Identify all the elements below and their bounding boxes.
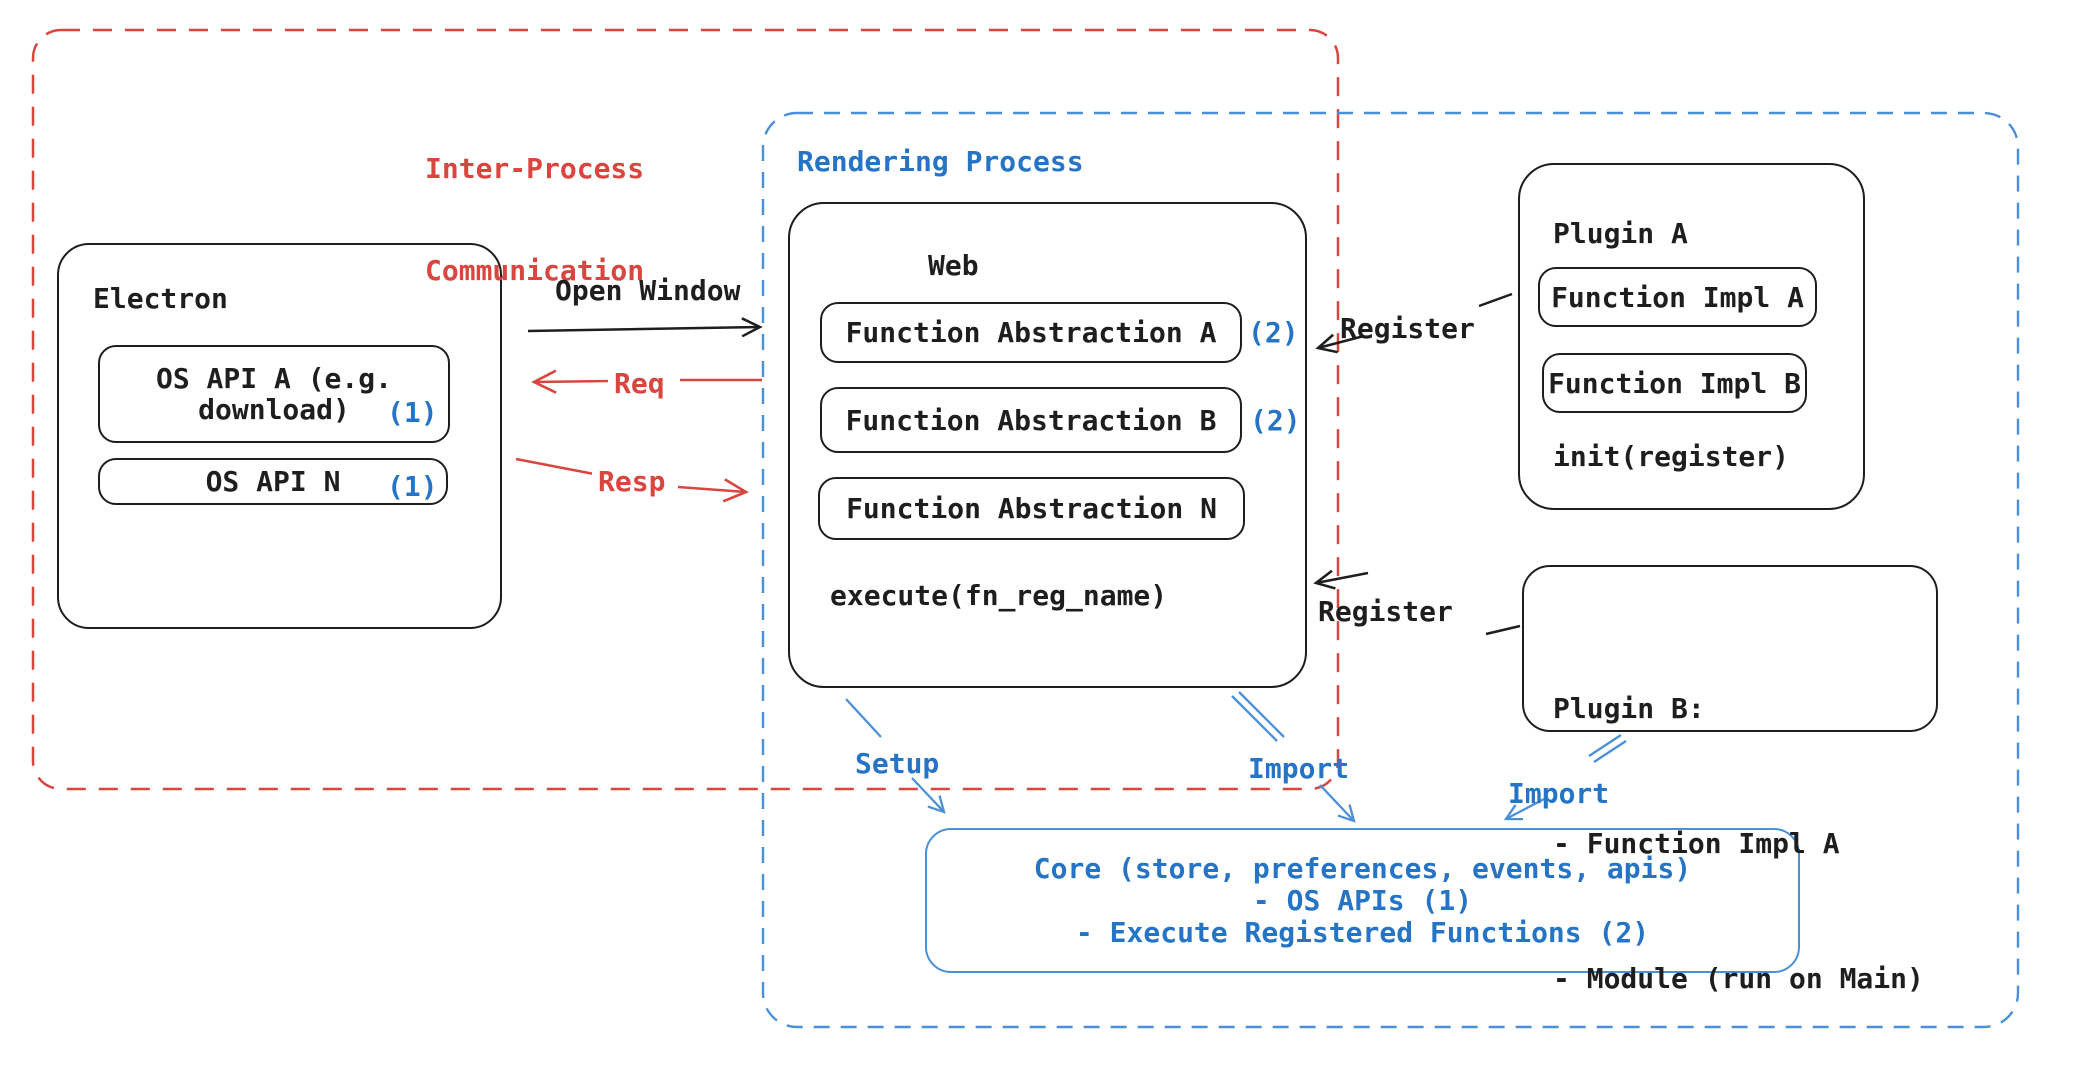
function-impl-b-label: Function Impl B (1548, 366, 1801, 400)
import-web-label: Import (1248, 752, 1350, 785)
plugin-a-title: Plugin A (1553, 217, 1688, 250)
core-line2: - OS APIs (1) (1252, 883, 1473, 917)
plugin-b-title: Plugin B: (1553, 692, 1705, 725)
electron-title: Electron (93, 282, 228, 315)
function-impl-a-label: Function Impl A (1551, 280, 1804, 314)
function-abstraction-a-badge: (2) (1248, 316, 1299, 349)
register-bottom-label: Register (1318, 595, 1453, 628)
resp-arrow-head-segment (677, 478, 749, 503)
import-web-segment-1 (1231, 695, 1278, 742)
plugin-b-content: Plugin B: - Function Impl A - Module (ru… (1553, 596, 1924, 1091)
rendering-region-label: Rendering Process (797, 145, 1084, 178)
web-title: Web (928, 249, 979, 282)
function-abstraction-n-label: Function Abstraction N (846, 492, 1217, 525)
req-label: Req (608, 368, 671, 400)
ipc-label-line1: Inter-Process (425, 152, 645, 185)
open-window-label: Open Window (555, 274, 741, 307)
function-abstraction-a-label: Function Abstraction A (845, 316, 1217, 349)
function-abstraction-b-label: Function Abstraction B (845, 403, 1217, 437)
function-abstraction-n-pill: Function Abstraction N (818, 477, 1245, 540)
register-bottom-tick (1485, 624, 1521, 636)
plugin-b-item1: - Function Impl A (1553, 827, 1840, 860)
plugin-b-item2: - Module (run on Main) (1553, 962, 1924, 995)
os-api-a-line2: download) (198, 393, 350, 426)
os-api-n-label: OS API N (205, 465, 341, 498)
register-top-tick (1478, 292, 1513, 308)
init-register-label: init(register) (1553, 440, 1790, 473)
setup-arrow-segment (845, 698, 882, 738)
function-abstraction-a-pill: Function Abstraction A (820, 302, 1242, 363)
resp-arrow-segment (515, 457, 595, 476)
function-impl-a-pill: Function Impl A (1538, 267, 1817, 327)
register-bottom-arrow (1313, 569, 1369, 590)
setup-arrow-head-segment (911, 777, 946, 814)
os-api-a-badge: (1) (387, 396, 438, 429)
register-top-label: Register (1340, 312, 1475, 345)
os-api-n-badge: (1) (387, 470, 438, 503)
execute-label: execute(fn_reg_name) (830, 579, 1168, 612)
function-abstraction-b-badge: (2) (1250, 404, 1301, 437)
import-plugin-label: Import (1508, 777, 1610, 810)
resp-label: Resp (592, 466, 672, 498)
ipc-region-label: Inter-Process Communication (425, 84, 644, 356)
import-web-segment-2 (1238, 691, 1285, 738)
req-arrow-head-segment (531, 369, 611, 394)
diagram-canvas: Inter-Process Communication Rendering Pr… (31, 28, 2020, 1029)
function-impl-b-pill: Function Impl B (1542, 353, 1807, 413)
os-api-a-line1: OS API A (e.g. (155, 362, 392, 395)
import-web-arrow (1319, 784, 1356, 823)
function-abstraction-b-pill: Function Abstraction B (820, 387, 1242, 453)
setup-label: Setup (855, 747, 940, 780)
